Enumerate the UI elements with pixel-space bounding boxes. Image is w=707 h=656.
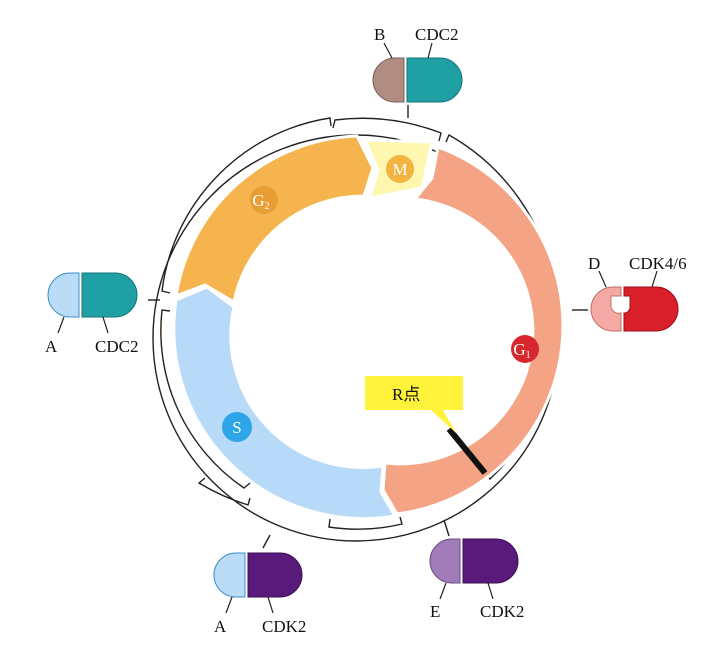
complex-d-cdk46: D CDK4/6 (588, 254, 687, 332)
bracket-s-upper (160, 309, 251, 489)
cyclin-e-label: E (430, 602, 440, 621)
bracket-g2 (161, 117, 332, 294)
cyclin-e-shape (429, 538, 461, 584)
kinase-cdc2-label-left: CDC2 (95, 337, 138, 356)
bracket-s-end (328, 516, 403, 530)
kinase-cdk46-shape (623, 286, 679, 332)
kinase-cdc2-shape (406, 57, 463, 103)
cyclin-d-label: D (588, 254, 600, 273)
phase-label-m: M (392, 160, 407, 179)
tick-e (443, 519, 450, 537)
complex-a-cdk2: A CDK2 (213, 552, 306, 636)
kinase-cdk2-label-bottom-left: CDK2 (262, 617, 306, 636)
phase-label-s: S (232, 418, 241, 437)
kinase-cdk2-shape-bottom-right (462, 538, 519, 584)
kinase-cdc2-label-top: CDC2 (415, 25, 458, 44)
bracket-s-lower (197, 477, 251, 506)
phase-badge-g1: G1 (511, 335, 539, 363)
phase-label-g1: G (513, 340, 525, 359)
phase-label-g2: G (252, 191, 264, 210)
kinase-cdk2-shape-bottom-left (247, 552, 303, 598)
phase-badge-m: M (386, 155, 414, 183)
cyclin-a-shape-left (47, 272, 80, 318)
phase-g1-arc (381, 144, 565, 516)
restriction-point-bar (446, 427, 488, 475)
phase-sub-g1: 1 (526, 350, 531, 361)
phase-g2-arc (174, 134, 375, 305)
cyclin-a-label-left: A (45, 337, 58, 356)
restriction-point-callout (365, 376, 463, 433)
complex-b-cdc2: B CDC2 (372, 25, 463, 103)
kinase-cdk2-label-bottom-right: CDK2 (480, 602, 524, 621)
phase-badge-s: S (222, 412, 252, 442)
phase-badge-g2: G2 (250, 186, 278, 214)
phase-s-arc (172, 285, 398, 521)
restriction-point-label: R点 (392, 385, 420, 404)
cyclin-a-shape-bottom (213, 552, 246, 598)
kinase-cdk46-label: CDK4/6 (629, 254, 687, 273)
cyclin-d-shape (590, 286, 622, 332)
phase-sub-g2: 2 (265, 201, 270, 212)
cyclin-b-label: B (374, 25, 385, 44)
kinase-cdc2-shape-left (81, 272, 138, 318)
complex-a-cdc2: A CDC2 (45, 272, 138, 356)
complex-e-cdk2: E CDK2 (429, 538, 524, 621)
svg-text:G1: G1 (513, 340, 530, 361)
svg-text:G2: G2 (252, 191, 269, 212)
cyclin-a-label-bottom: A (214, 617, 227, 636)
cyclin-b-shape (372, 57, 405, 103)
bracket-m (332, 117, 442, 142)
tick-a-cdk2 (262, 534, 271, 549)
